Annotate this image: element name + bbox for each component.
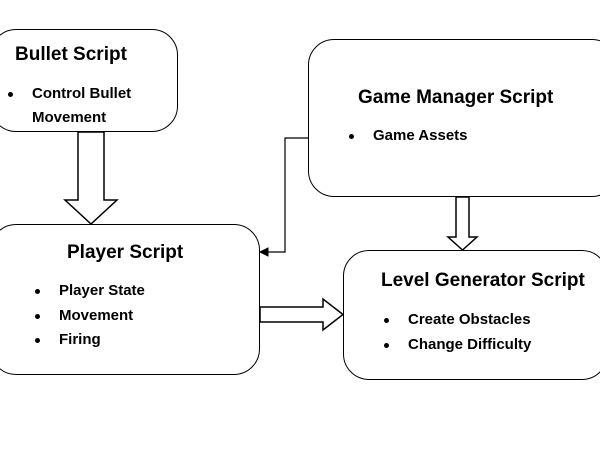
bullet-script-node: Bullet Script Control Bullet Movement	[0, 29, 178, 132]
list-item: Change Difficulty	[384, 333, 531, 358]
level-generator-script-items: Create Obstacles Change Difficulty	[384, 308, 531, 357]
list-item-text: Change Difficulty	[408, 335, 532, 353]
list-item-text: Firing	[59, 331, 101, 348]
player-script-title: Player Script	[67, 242, 184, 263]
bullet-point-icon	[349, 134, 354, 139]
list-item: Player State	[35, 279, 145, 304]
list-item-text: Create Obstacles	[408, 311, 531, 328]
game-manager-script-title: Game Manager Script	[358, 87, 554, 108]
arrow-game-to-level	[446, 196, 479, 252]
bullet-script-title: Bullet Script	[15, 44, 127, 65]
list-item: Firing	[35, 328, 145, 353]
arrow-bullet-to-player	[63, 131, 119, 226]
arrow-game-to-player	[268, 137, 308, 253]
level-generator-script-node: Level Generator Script Create Obstacles …	[343, 250, 600, 380]
bullet-point-icon	[35, 289, 40, 294]
level-generator-script-title: Level Generator Script	[381, 270, 585, 291]
list-item: Create Obstacles	[384, 308, 531, 333]
list-item-text: Control Bullet Movement	[32, 85, 132, 126]
bullet-point-icon	[35, 338, 40, 343]
bullet-point-icon	[384, 318, 389, 323]
list-item: Control Bullet Movement	[8, 82, 162, 130]
arrow-game-to-player-head	[258, 247, 269, 257]
bullet-point-icon	[384, 342, 389, 348]
bullet-point-icon	[8, 92, 13, 97]
player-script-node: Player Script Player State Movement Firi…	[0, 224, 260, 375]
game-manager-script-items: Game Assets	[349, 124, 468, 149]
list-item: Movement	[35, 304, 145, 329]
list-item: Game Assets	[349, 124, 468, 149]
arrow-player-to-level	[259, 297, 345, 332]
game-manager-script-node: Game Manager Script Game Assets	[308, 39, 600, 197]
list-item-text: Movement	[59, 306, 134, 324]
list-item-text: Player State	[59, 282, 145, 299]
bullet-point-icon	[35, 313, 40, 319]
list-item-text: Game Assets	[373, 127, 468, 144]
player-script-items: Player State Movement Firing	[35, 279, 145, 353]
bullet-script-items: Control Bullet Movement	[8, 82, 162, 130]
